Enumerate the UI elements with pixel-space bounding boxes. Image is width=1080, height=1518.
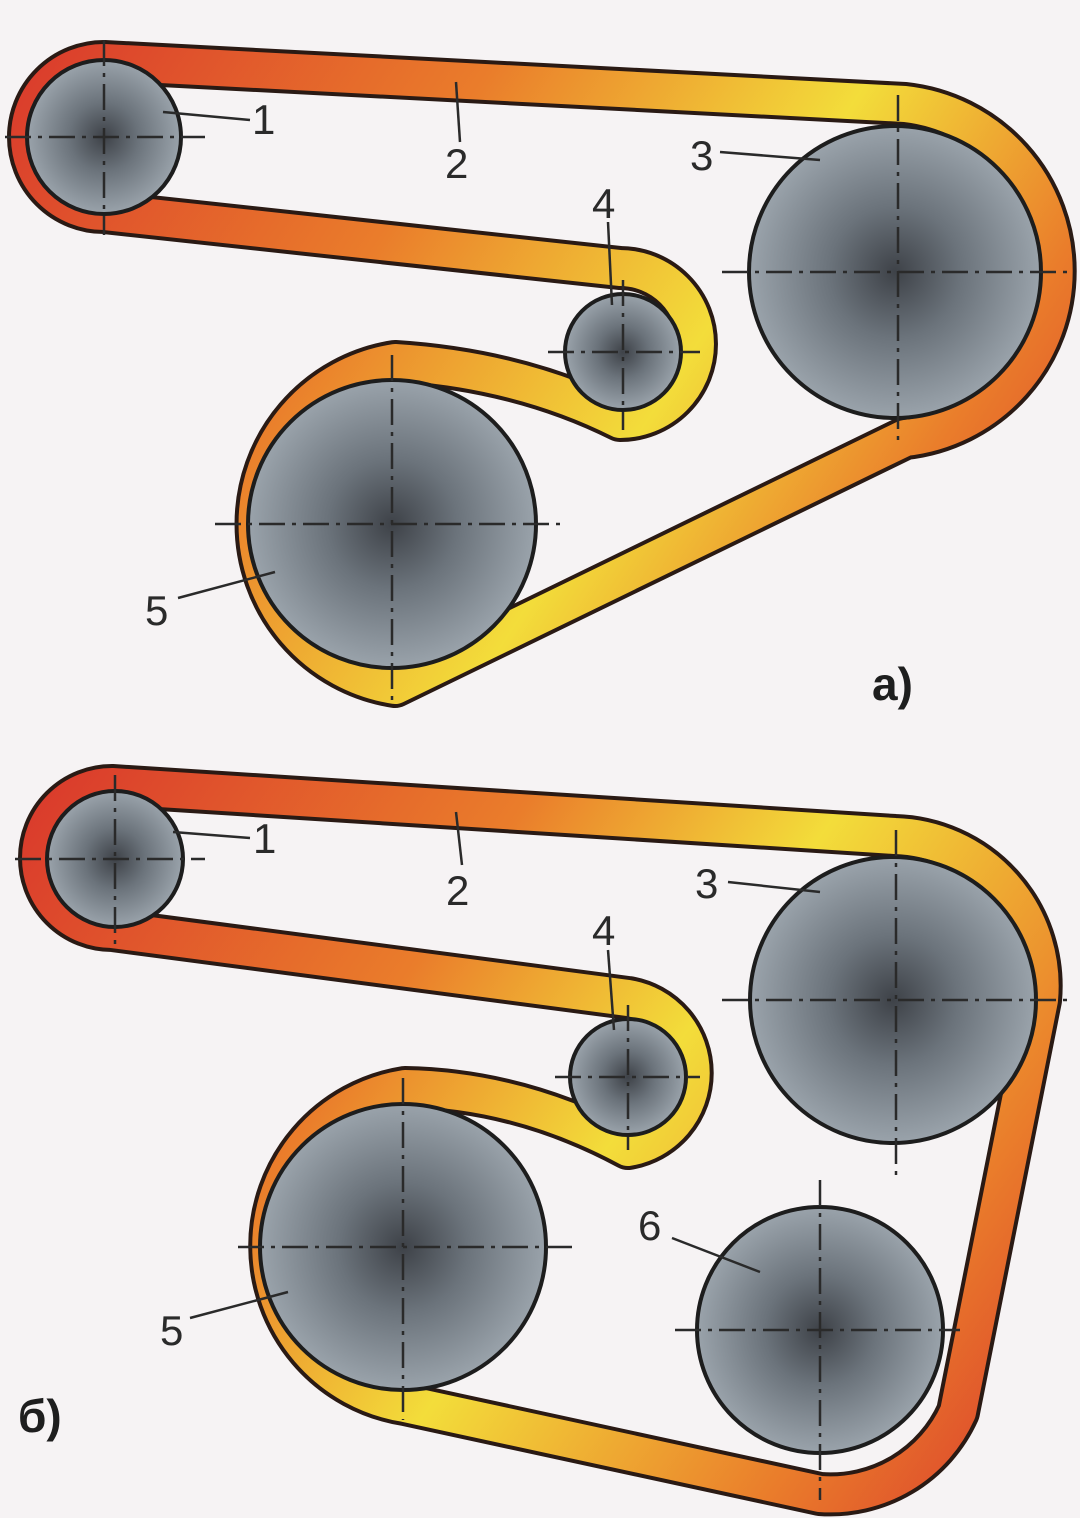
diagram-a-tag: а) xyxy=(872,658,913,710)
label-a-3: 3 xyxy=(690,132,713,179)
label-a-5: 5 xyxy=(145,587,168,634)
label-b-3: 3 xyxy=(695,860,718,907)
diagram-a: 1 2 3 4 5 а) xyxy=(5,40,1077,710)
label-a-1: 1 xyxy=(252,96,275,143)
center-lines-b xyxy=(15,775,1070,1500)
leaders-a xyxy=(162,81,821,600)
diagram-b-tag: б) xyxy=(18,1390,62,1442)
diagram-b: 1 2 3 4 6 5 б) xyxy=(15,764,1070,1517)
label-a-4: 4 xyxy=(592,180,615,227)
label-a-2: 2 xyxy=(445,140,468,187)
belt-b xyxy=(18,764,1063,1517)
center-lines-a xyxy=(5,40,1068,705)
label-b-5: 5 xyxy=(160,1307,183,1354)
label-b-4: 4 xyxy=(592,907,615,954)
label-b-1: 1 xyxy=(253,815,276,862)
label-b-2: 2 xyxy=(446,867,469,914)
label-b-6: 6 xyxy=(638,1202,661,1249)
leaders-b xyxy=(172,811,821,1320)
